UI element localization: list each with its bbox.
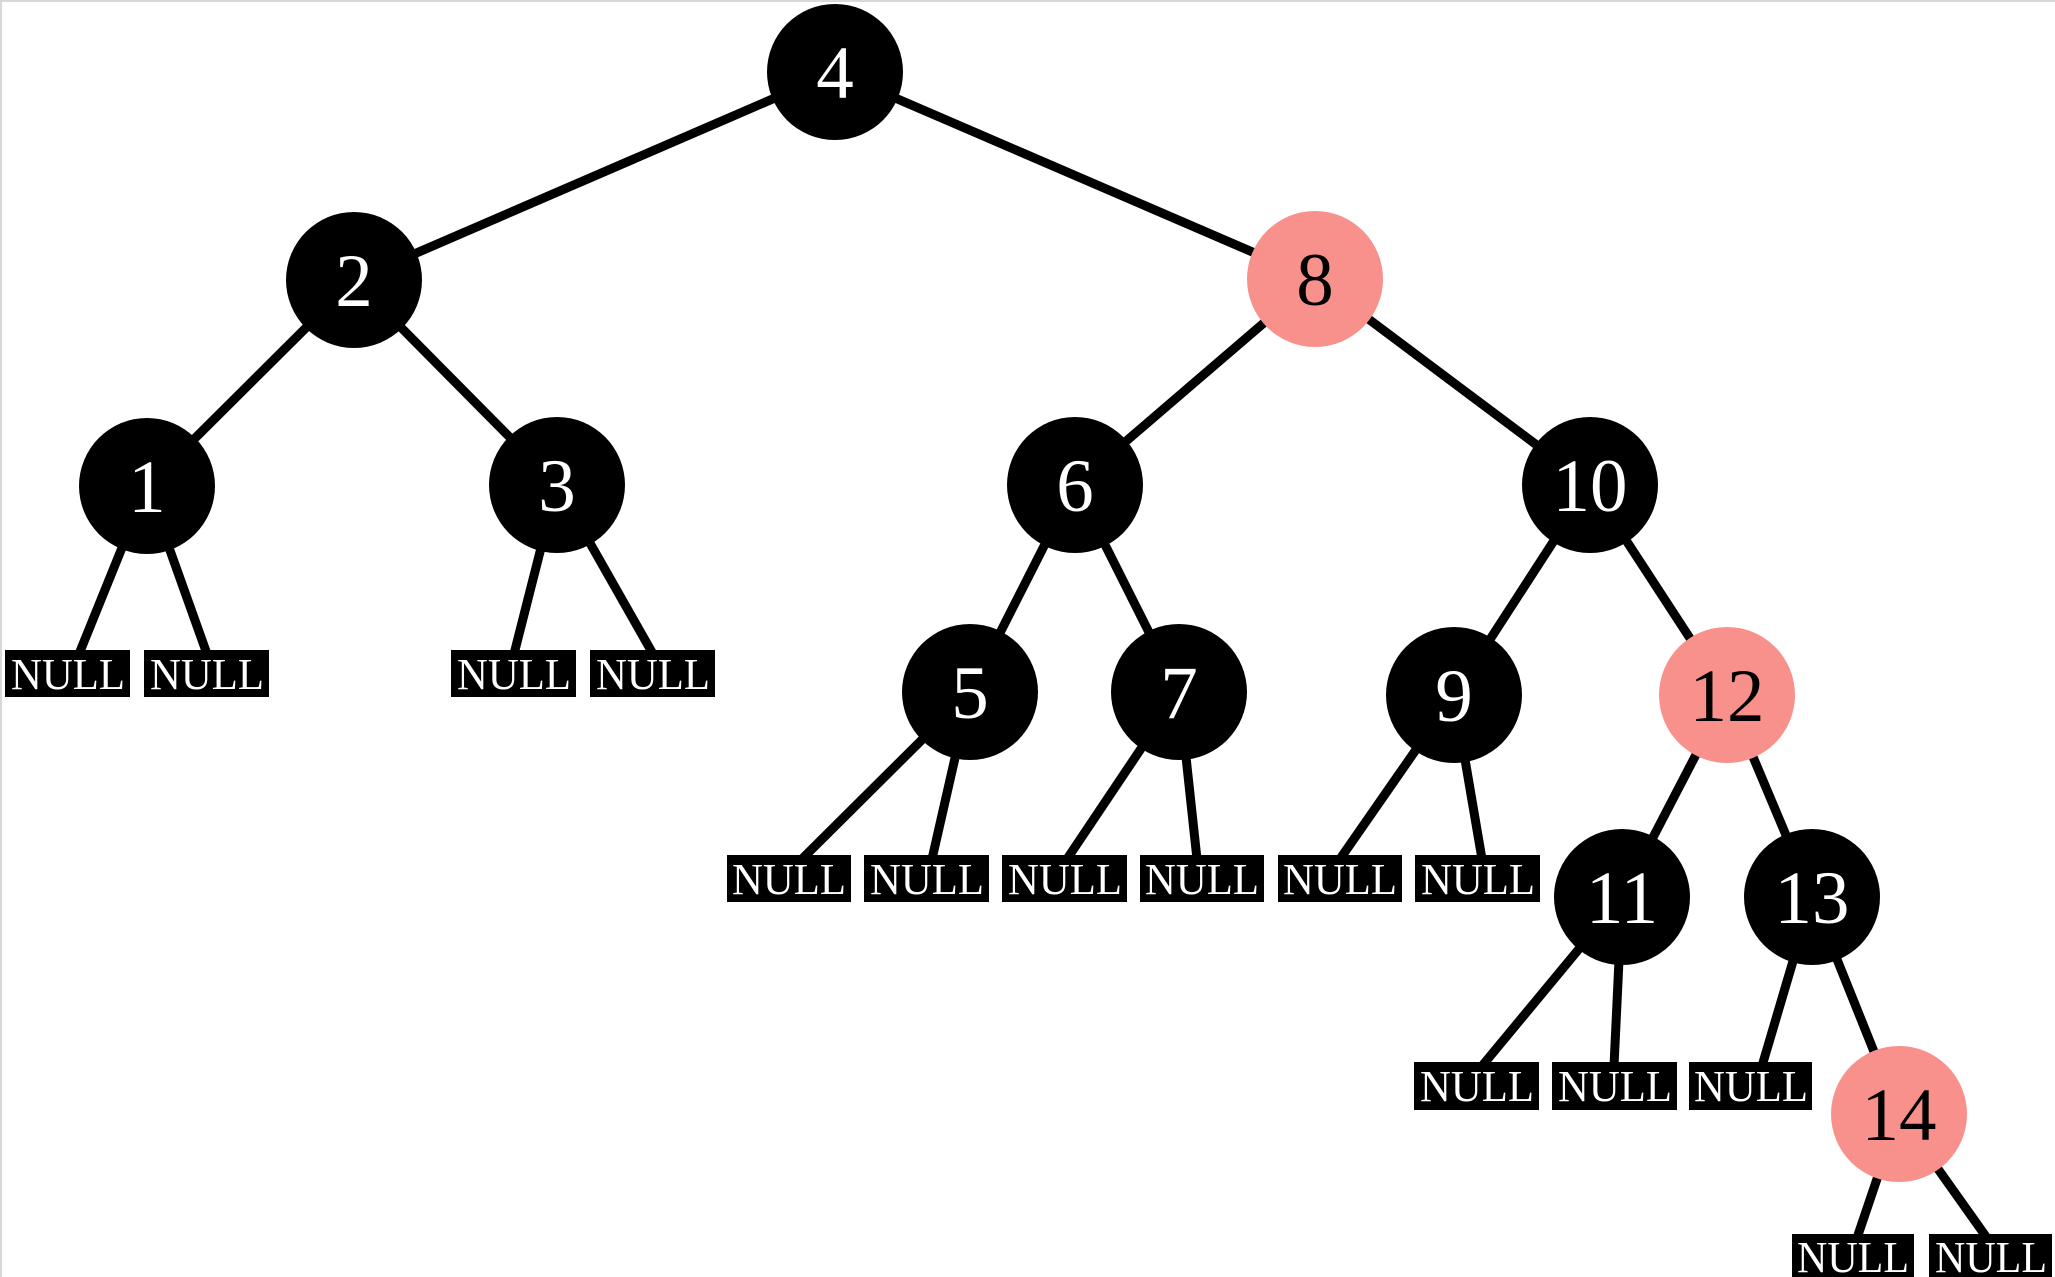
null-box <box>590 650 715 697</box>
node-2-label: 2 <box>335 240 373 323</box>
null-label: NULL <box>870 855 984 904</box>
null-label: NULL <box>1935 1233 2047 1277</box>
node-7-circle <box>1111 624 1247 760</box>
node-8-label: 8 <box>1296 239 1334 322</box>
node-10-label: 10 <box>1553 445 1628 528</box>
null-leaf-9-left: NULL <box>1278 855 1402 904</box>
null-leaf-11-right: NULL <box>1552 1062 1677 1111</box>
node-13-circle <box>1744 829 1880 965</box>
node-2-circle <box>286 212 422 348</box>
node-12-label: 12 <box>1690 655 1765 738</box>
null-label: NULL <box>1421 855 1535 904</box>
null-leaf-14-left: NULL <box>1792 1233 1914 1277</box>
node-11-circle <box>1554 829 1690 965</box>
node-10: 10 <box>1522 417 1658 553</box>
null-leaf-13-left: NULL <box>1689 1062 1812 1111</box>
null-leaf-7-left: NULL <box>1002 855 1127 904</box>
node-7-label: 7 <box>1160 652 1198 735</box>
node-4: 4 <box>767 4 903 140</box>
node-9-circle <box>1386 627 1522 763</box>
null-label: NULL <box>1145 855 1259 904</box>
null-leaf-1-left: NULL <box>5 650 130 699</box>
node-5-circle <box>902 624 1038 760</box>
null-box <box>1792 1234 1914 1277</box>
null-leaves: NULL NULL NULL NULL NULL NULL NULL NULL <box>5 650 2052 1277</box>
null-label: NULL <box>1558 1062 1672 1111</box>
node-8-circle <box>1247 211 1383 347</box>
null-label: NULL <box>150 650 264 699</box>
null-box <box>727 855 851 902</box>
null-label: NULL <box>1797 1233 1909 1277</box>
null-label: NULL <box>1008 855 1122 904</box>
tree-nodes: 4 2 8 1 3 6 10 5 <box>79 4 1967 1182</box>
node-11: 11 <box>1554 829 1690 965</box>
node-4-circle <box>767 4 903 140</box>
node-13-label: 13 <box>1775 857 1850 940</box>
null-leaf-1-right: NULL <box>144 650 269 699</box>
node-10-circle <box>1522 417 1658 553</box>
null-box <box>451 650 576 697</box>
node-12-circle <box>1659 627 1795 763</box>
null-leaf-3-right: NULL <box>590 650 715 699</box>
null-box <box>5 650 130 697</box>
node-1-circle <box>79 418 215 554</box>
null-box <box>144 650 269 697</box>
null-label: NULL <box>11 650 125 699</box>
node-9-label: 9 <box>1435 655 1473 738</box>
node-13: 13 <box>1744 829 1880 965</box>
node-1-label: 1 <box>128 446 166 529</box>
node-3: 3 <box>489 417 625 553</box>
node-5-label: 5 <box>951 652 989 735</box>
null-label: NULL <box>457 650 571 699</box>
node-8: 8 <box>1247 211 1383 347</box>
node-5: 5 <box>902 624 1038 760</box>
null-box <box>1929 1234 2052 1277</box>
node-7: 7 <box>1111 624 1247 760</box>
node-6: 6 <box>1007 417 1143 553</box>
null-label: NULL <box>596 650 710 699</box>
null-leaf-5-right: NULL <box>864 855 989 904</box>
node-9: 9 <box>1386 627 1522 763</box>
null-leaf-11-left: NULL <box>1414 1062 1539 1111</box>
node-4-label: 4 <box>816 32 854 115</box>
node-1: 1 <box>79 418 215 554</box>
null-label: NULL <box>1694 1062 1808 1111</box>
null-leaf-5-left: NULL <box>727 855 851 904</box>
node-6-label: 6 <box>1056 445 1094 528</box>
node-3-label: 3 <box>538 445 576 528</box>
node-11-label: 11 <box>1586 857 1658 940</box>
null-leaf-7-right: NULL <box>1140 855 1264 904</box>
null-leaf-9-right: NULL <box>1415 855 1540 904</box>
node-14-label: 14 <box>1862 1074 1937 1157</box>
node-2: 2 <box>286 212 422 348</box>
null-box <box>864 855 989 902</box>
null-box <box>1414 1062 1539 1110</box>
null-box <box>1002 855 1127 902</box>
node-12: 12 <box>1659 627 1795 763</box>
node-14-circle <box>1831 1046 1967 1182</box>
node-6-circle <box>1007 417 1143 553</box>
null-label: NULL <box>732 855 846 904</box>
null-box <box>1278 855 1402 902</box>
null-box <box>1140 855 1264 902</box>
null-leaf-3-left: NULL <box>451 650 576 699</box>
edge-4-2 <box>352 67 837 285</box>
null-box <box>1689 1062 1812 1110</box>
null-box <box>1415 855 1540 902</box>
null-leaf-14-right: NULL <box>1929 1233 2052 1277</box>
node-3-circle <box>489 417 625 553</box>
null-label: NULL <box>1420 1062 1534 1111</box>
node-14: 14 <box>1831 1046 1967 1182</box>
null-box <box>1552 1062 1677 1110</box>
edge-4-8 <box>833 67 1317 284</box>
null-label: NULL <box>1283 855 1397 904</box>
